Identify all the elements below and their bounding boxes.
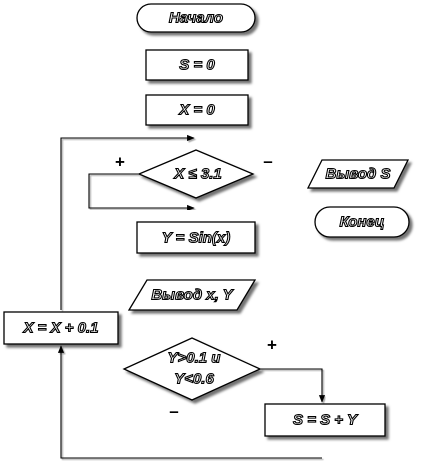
increment-process: X = X + 0.1 [3, 311, 119, 345]
sum-label: S = S + Y [293, 412, 359, 429]
condition-x-no-sign: – [263, 152, 272, 171]
condition-y-label-line1: Y>0.1 и [168, 350, 221, 367]
start-terminator: Начало [136, 3, 256, 33]
condition-y-yes-sign: + [267, 336, 277, 355]
output-s-label: Вывод S [326, 166, 391, 183]
init-x-process: X = 0 [145, 94, 249, 126]
end-label: Конец [340, 214, 385, 231]
increment-label: X = X + 0.1 [22, 320, 98, 337]
end-terminator: Конец [314, 206, 410, 238]
edge-condition-yes-to-calc-y [88, 173, 195, 212]
condition-y-label-line2: Y<0.6 [174, 371, 214, 388]
sum-process: S = S + Y [264, 403, 386, 437]
calc-y-process: Y = Sin(x) [136, 221, 256, 254]
edge-bottom-return [57, 345, 322, 459]
init-x-label: X = 0 [178, 102, 215, 119]
condition-x-yes-sign: + [115, 153, 125, 172]
edge-condition-y-yes-to-sum [260, 368, 326, 403]
connectors [57, 33, 362, 459]
init-s-label: S = 0 [179, 57, 215, 74]
condition-y-decision: Y>0.1 и Y<0.6 [122, 337, 262, 401]
condition-x-label: X ≤ 3.1 [173, 166, 221, 183]
edge-loop-back-to-condition [60, 134, 195, 310]
output-s-io: Вывод S [306, 159, 410, 189]
start-label: Начало [169, 10, 223, 27]
condition-y-no-sign: – [169, 402, 178, 421]
init-s-process: S = 0 [145, 49, 249, 81]
output-xy-label: Вывод x, Y [151, 287, 234, 304]
output-xy-io: Вывод x, Y [127, 279, 257, 311]
condition-x-decision: X ≤ 3.1 [137, 149, 255, 199]
calc-y-label: Y = Sin(x) [162, 230, 231, 247]
